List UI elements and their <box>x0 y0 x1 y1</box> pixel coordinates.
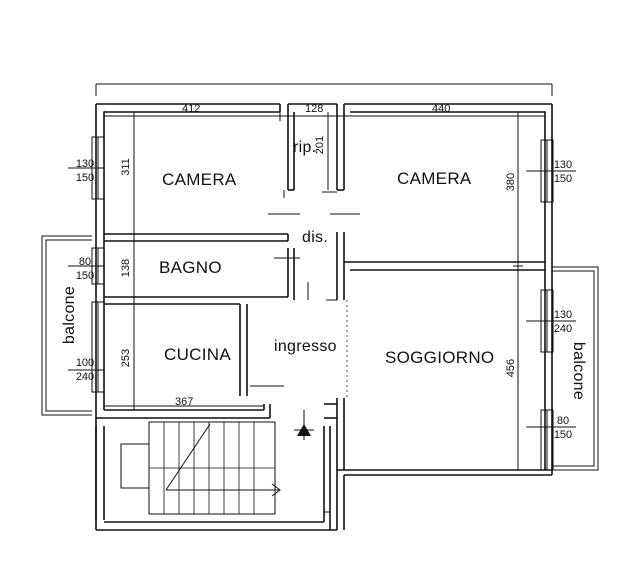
dim-camera-right-height: 380 <box>505 172 517 192</box>
dim-top-right: 440 <box>432 103 451 115</box>
room-label-balcone-right: balcone <box>570 341 587 401</box>
door-openings <box>250 190 360 387</box>
room-label-bagno: BAGNO <box>159 258 222 277</box>
dim-top-left: 412 <box>182 103 201 115</box>
interior-walls <box>96 189 552 476</box>
dim-cucina-width: 367 <box>175 396 194 408</box>
dim-top-mid: 128 <box>305 103 324 115</box>
right-balcony <box>552 266 599 471</box>
room-label-soggiorno: SOGGIORNO <box>385 348 495 367</box>
dim-bagno-height: 138 <box>120 258 132 278</box>
dim-camera-left-height: 311 <box>120 158 132 176</box>
dim-cucina-height: 253 <box>120 348 132 368</box>
dim-soggiorno-height: 456 <box>505 358 517 378</box>
room-label-ingresso: ingresso <box>274 338 337 355</box>
staircase <box>95 410 345 531</box>
room-label-camera-right: CAMERA <box>397 169 472 188</box>
room-label-balcone-left: balcone <box>61 285 78 345</box>
dim-rip-height: 201 <box>314 135 326 155</box>
room-label-camera-left: CAMERA <box>162 170 237 189</box>
left-balcony <box>41 235 92 416</box>
dimension-lines <box>68 111 576 471</box>
room-label-rip: rip. <box>293 139 317 156</box>
room-label-dis: dis. <box>302 229 329 246</box>
room-label-cucina: CUCINA <box>164 345 231 364</box>
